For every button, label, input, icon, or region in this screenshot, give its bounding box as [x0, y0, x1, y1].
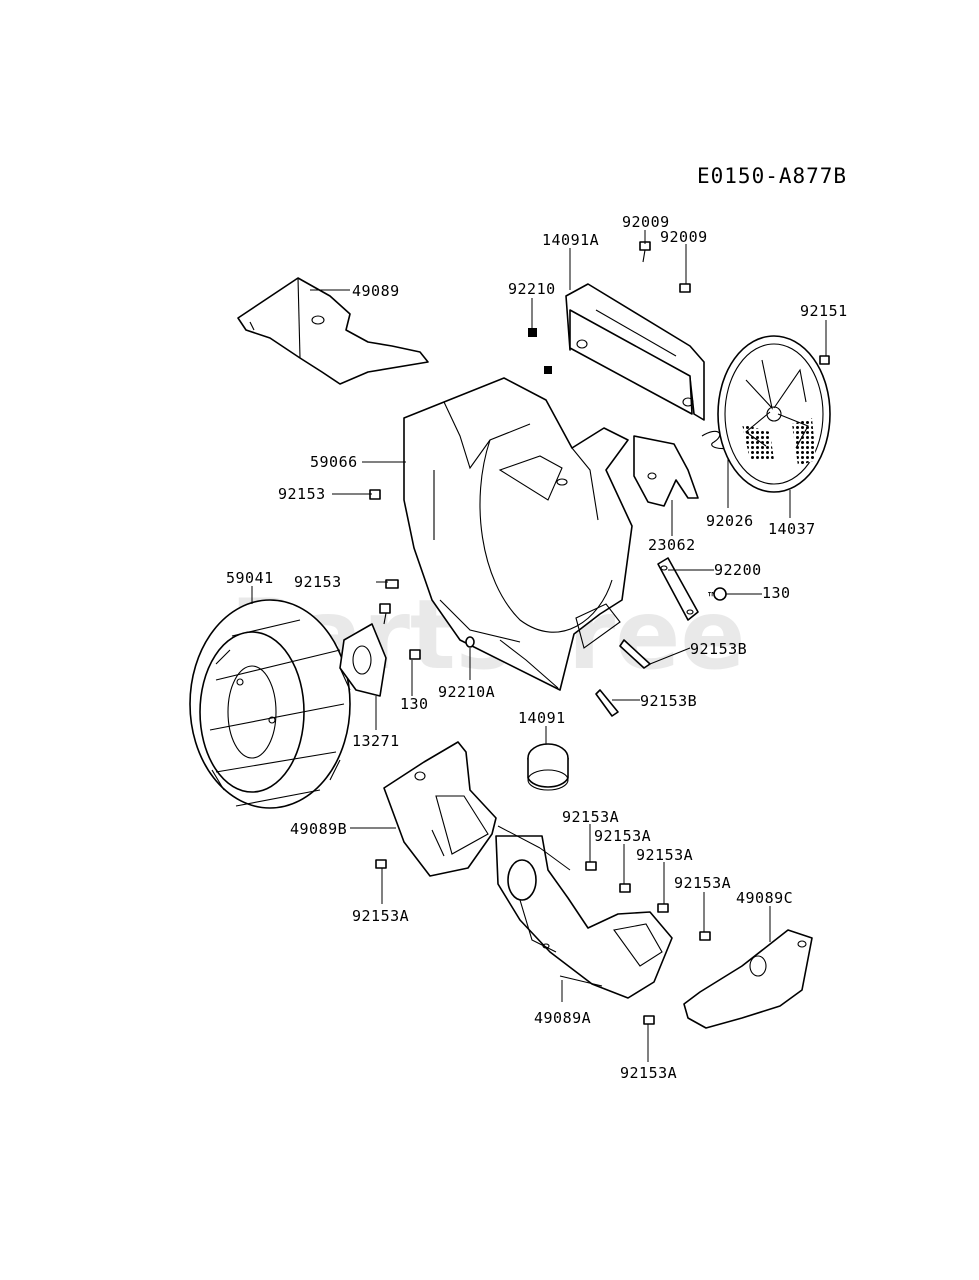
label-92153a-2: 92153A	[594, 827, 651, 845]
part-49089-shroud	[237, 277, 429, 385]
label-130-left: 130	[400, 695, 429, 713]
part-23062-bracket	[633, 435, 699, 507]
screw-92210-a	[528, 328, 537, 337]
part-49089a-shroud	[495, 835, 673, 999]
part-13271-plate	[339, 623, 387, 697]
part-14091a-cover	[565, 283, 705, 421]
diagram-code: E0150-A877B	[697, 164, 847, 188]
part-59066-housing	[403, 377, 633, 691]
label-92153a-left: 92153A	[352, 907, 409, 925]
label-92153b-upper: 92153B	[690, 640, 747, 658]
label-92026: 92026	[706, 512, 754, 530]
label-14091a: 14091A	[542, 231, 599, 249]
part-59041-fan	[189, 599, 351, 809]
screw-92009-a	[639, 241, 651, 263]
label-92153a-4: 92153A	[674, 874, 731, 892]
label-92009: 92009	[660, 228, 708, 246]
part-49089c-shroud	[683, 929, 813, 1029]
label-92210a: 92210A	[438, 683, 495, 701]
part-labels: 92009 14091A 92009 92210 49089 92151 590…	[226, 213, 848, 1082]
label-59041: 59041	[226, 569, 274, 587]
screw-92153a-1	[585, 861, 597, 871]
screw-92153a-4	[699, 931, 711, 941]
label-92151: 92151	[800, 302, 848, 320]
screw-92009-b	[679, 283, 691, 293]
label-59066: 59066	[310, 453, 358, 471]
leader-lines	[251, 230, 827, 1062]
label-92210: 92210	[508, 280, 556, 298]
label-92153a-bottom: 92153A	[620, 1064, 677, 1082]
nut-130-left	[409, 649, 421, 660]
label-92153a-1: 92153A	[562, 808, 619, 826]
screw-92153a-2	[619, 883, 631, 893]
label-13271: 13271	[352, 732, 400, 750]
label-49089a: 49089A	[534, 1009, 591, 1027]
label-49089b: 49089B	[290, 820, 347, 838]
label-92153a-3: 92153A	[636, 846, 693, 864]
part-14091-ring	[527, 743, 569, 791]
label-92200: 92200	[714, 561, 762, 579]
part-92200-strip	[657, 557, 699, 621]
screw-92153b-b	[595, 689, 619, 717]
label-23062: 23062	[648, 536, 696, 554]
label-49089c: 49089C	[736, 889, 793, 907]
label-49089: 49089	[352, 282, 400, 300]
label-14091: 14091	[518, 709, 566, 727]
part-49089b-shroud	[383, 741, 497, 877]
screw-92153a-5	[643, 1015, 655, 1025]
screw-92210a	[465, 636, 475, 648]
screw-92153a-3	[657, 903, 669, 913]
trademark-symbol: ™	[707, 589, 718, 607]
label-92153-lower: 92153	[294, 573, 342, 591]
label-130-right: 130	[762, 584, 791, 602]
screw-92153-b	[385, 579, 399, 589]
label-92009-top: 92009	[622, 213, 670, 231]
screw-left-upper	[379, 603, 391, 625]
screw-92210-b	[544, 366, 552, 374]
label-92153b-lower: 92153B	[640, 692, 697, 710]
screw-92151	[819, 355, 830, 365]
part-14037-screen	[717, 335, 831, 493]
label-14037: 14037	[768, 520, 816, 538]
screw-92153b-a	[619, 639, 651, 669]
label-92153-upper: 92153	[278, 485, 326, 503]
screw-49089b-side	[375, 859, 387, 869]
nut-130-right	[713, 587, 727, 601]
